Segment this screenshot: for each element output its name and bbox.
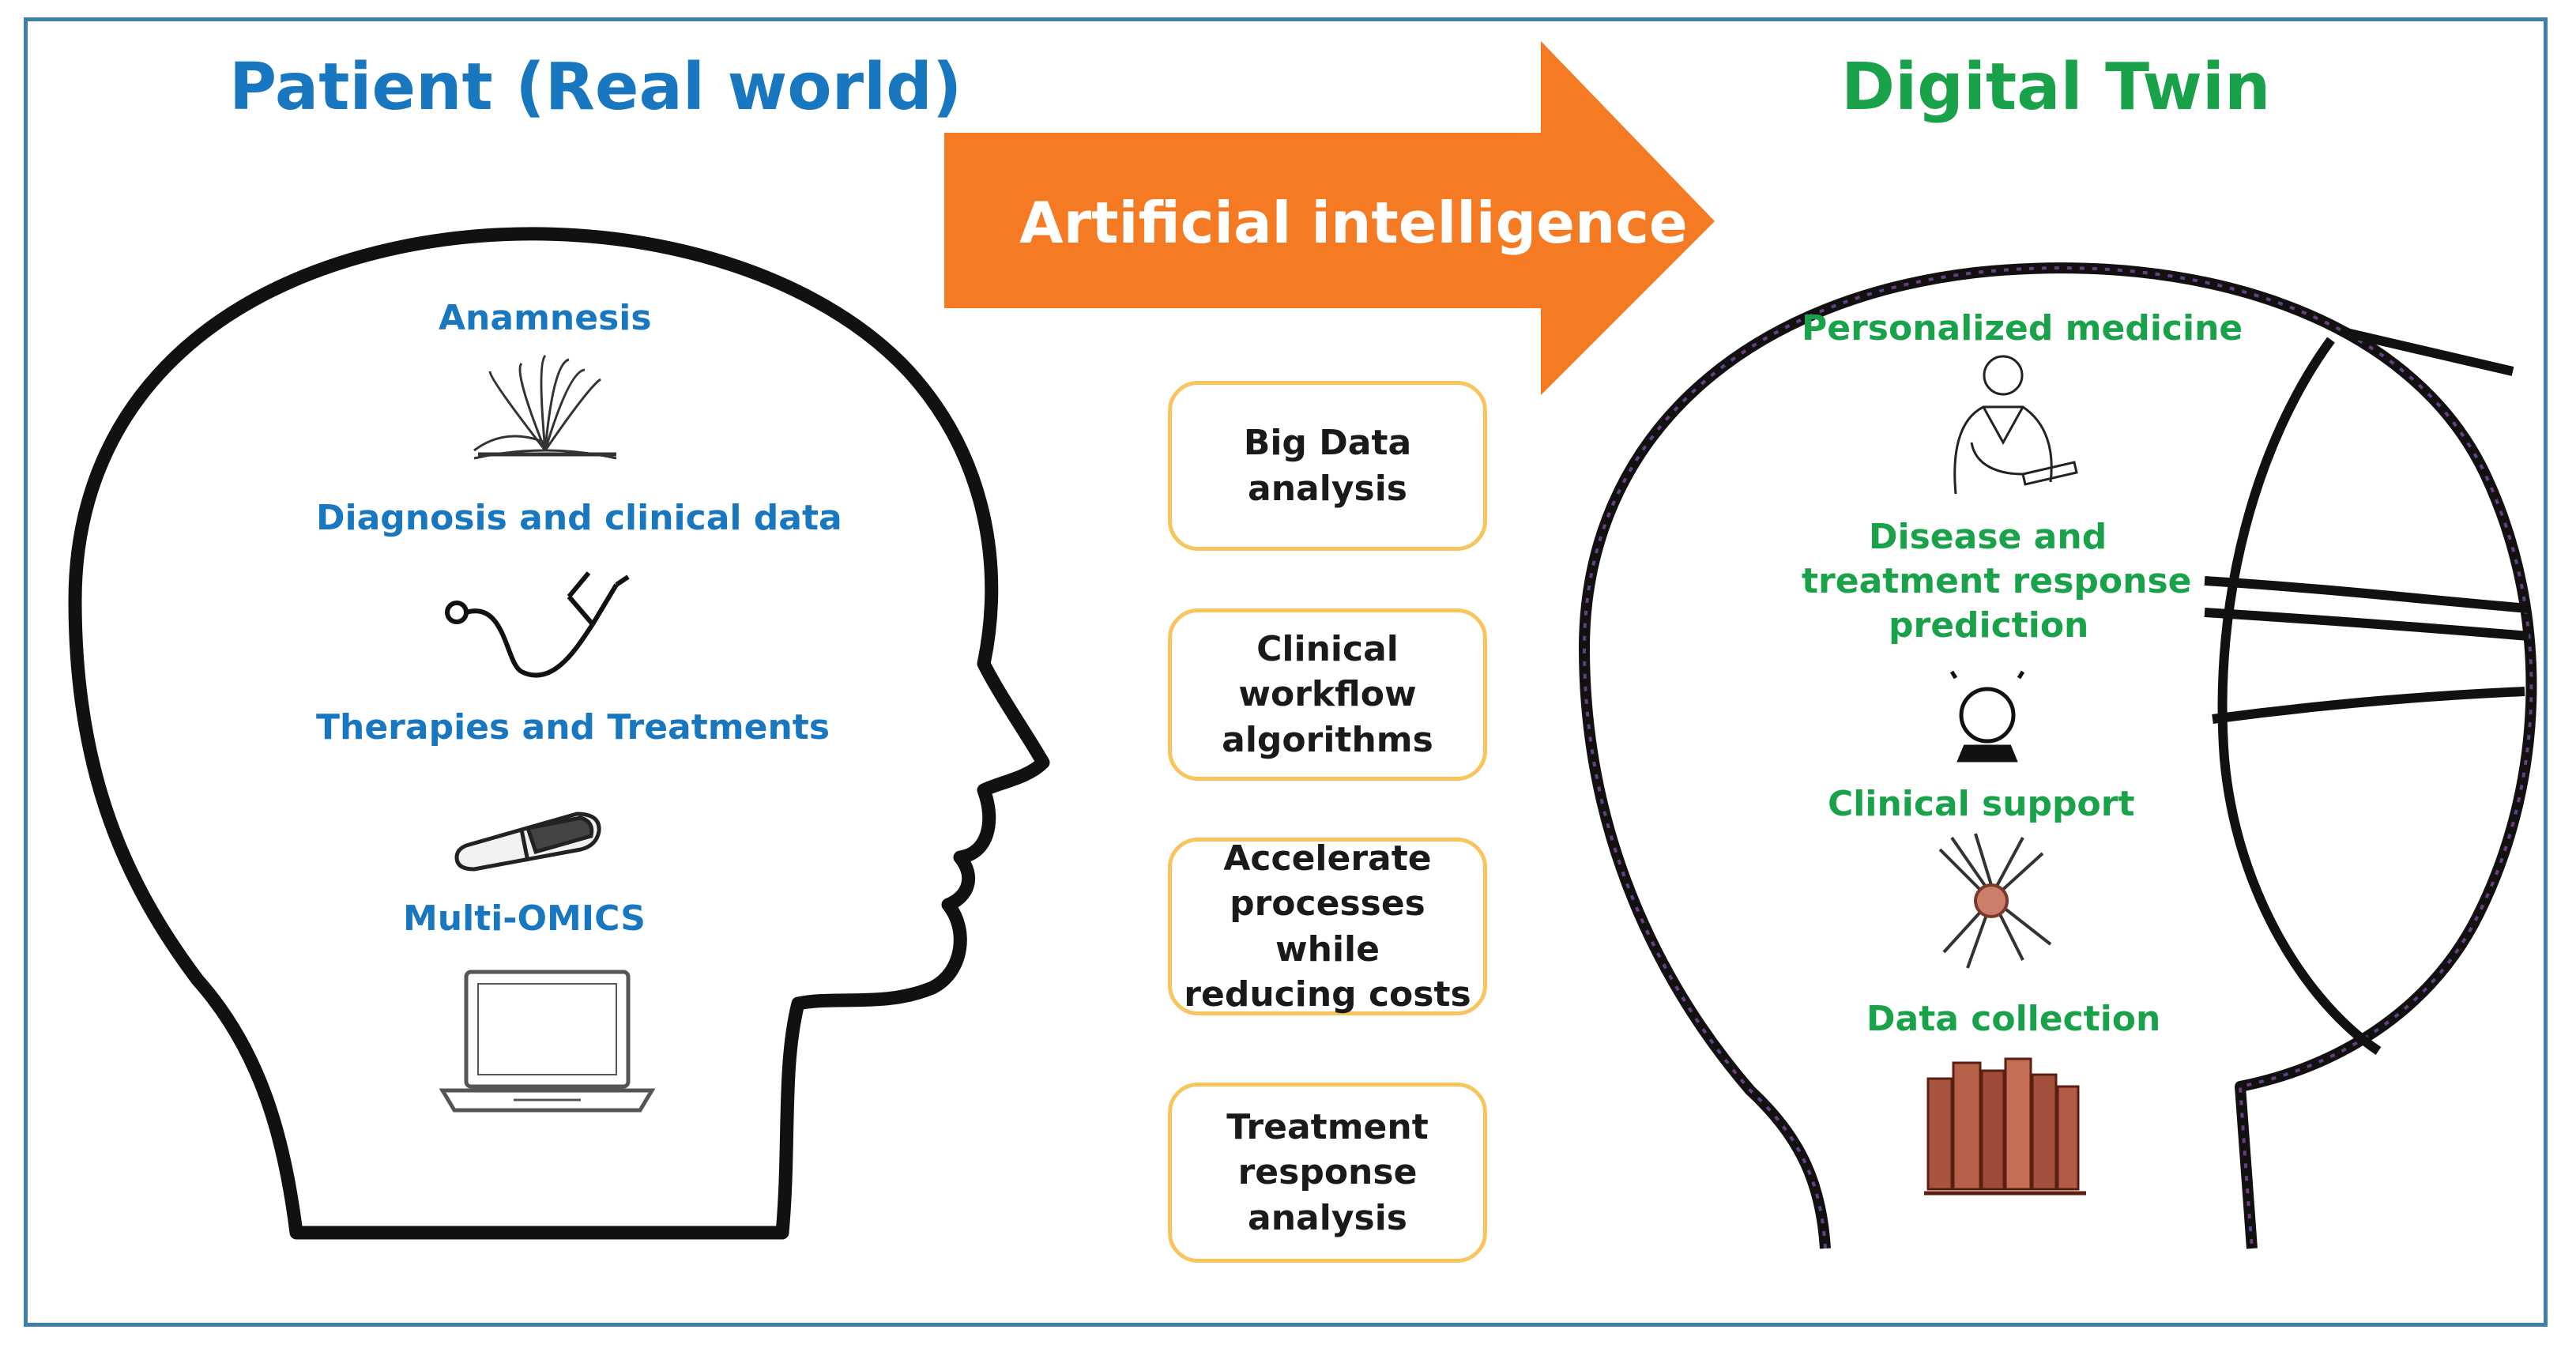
clinical-workflow-box-text: Clinical workflow algorithms <box>1222 629 1433 760</box>
ai-arrow-label: Artificial intelligence <box>1019 190 1688 256</box>
accelerate-processes-box-text: Accelerate processes while reducing cost… <box>1184 838 1471 1015</box>
patient-title: Patient (Real world) <box>229 50 962 125</box>
stethoscope-icon <box>445 571 630 678</box>
twin-head-band-upper-bottom <box>2204 608 2529 641</box>
treatment-response-box-text: Treatment response analysis <box>1226 1107 1429 1238</box>
disease-label-line2: treatment response <box>1802 561 2192 601</box>
hands-together-icon <box>1938 833 2052 969</box>
twin-head-band-upper-top <box>2204 576 2529 613</box>
digital-twin-head-outline-tint <box>1582 266 2533 1249</box>
data-collection-label: Data collection <box>1866 999 2161 1039</box>
open-book-icon <box>473 354 617 460</box>
crystal-ball-icon <box>1949 670 2025 763</box>
laptop-icon <box>439 970 656 1113</box>
big-data-box-text: Big Data analysis <box>1243 423 1412 509</box>
accelerate-processes-box: Accelerate processes while reducing cost… <box>1168 838 1487 1015</box>
digital-twin-title: Digital Twin <box>1841 50 2271 125</box>
clinical-support-label: Clinical support <box>1828 784 2135 824</box>
twin-head-division-line <box>2341 327 2514 376</box>
disease-label-line3: prediction <box>1889 605 2089 646</box>
personalized-medicine-label: Personalized medicine <box>1802 308 2243 348</box>
therapies-label: Therapies and Treatments <box>316 707 830 748</box>
ai-arrow <box>944 41 1715 395</box>
pill-capsule-icon <box>454 812 601 872</box>
disease-label-line1: Disease and <box>1869 517 2107 557</box>
twin-head-band-lower <box>2212 687 2525 724</box>
twin-head-division-curve <box>2217 337 2382 1055</box>
big-data-box: Big Data analysis <box>1168 381 1487 551</box>
treatment-response-box: Treatment response analysis <box>1168 1083 1487 1263</box>
clinical-workflow-box: Clinical workflow algorithms <box>1168 608 1487 781</box>
patient-head-outline <box>68 227 1050 1240</box>
doctor-with-tablet-icon <box>1953 355 2078 495</box>
diagnosis-label: Diagnosis and clinical data <box>316 498 842 538</box>
figure-frame <box>24 17 2548 1327</box>
multi-omics-label: Multi-OMICS <box>403 898 646 939</box>
archive-books-icon <box>1924 1057 2086 1196</box>
anamnesis-label: Anamnesis <box>439 298 652 338</box>
